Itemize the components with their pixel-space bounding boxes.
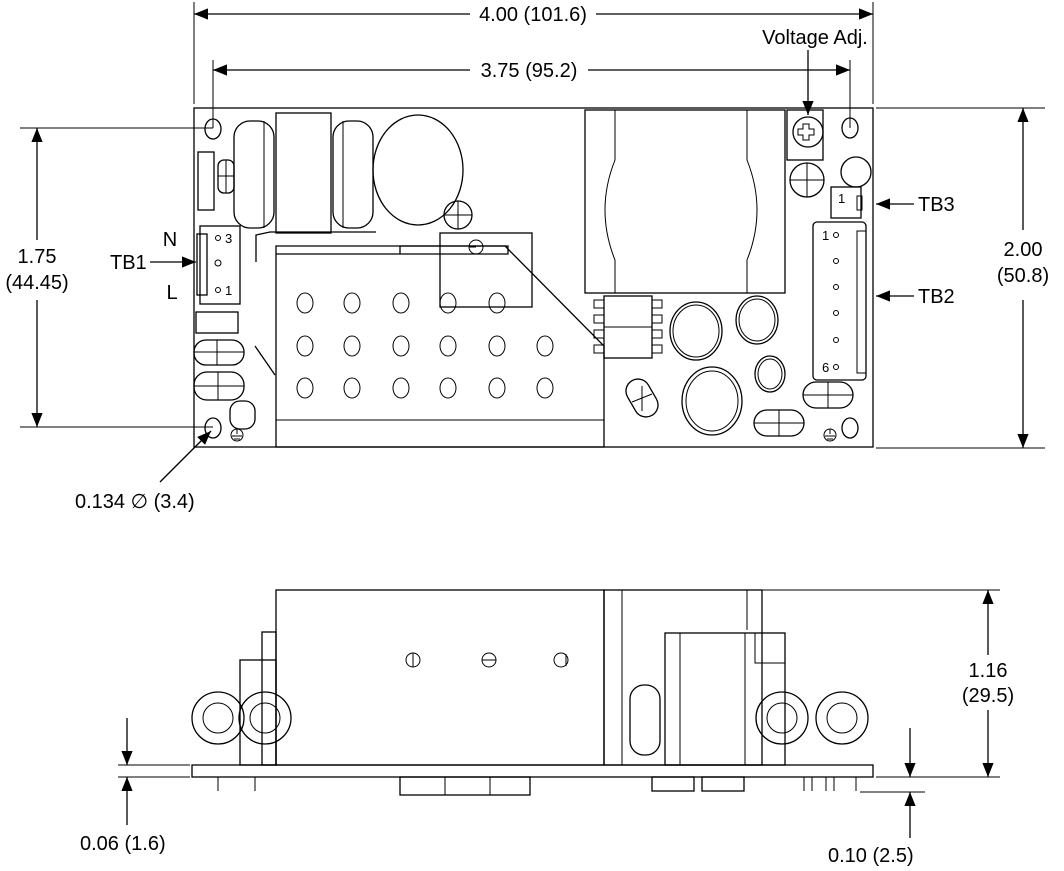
top-view: 4.00 (101.6) 3.75 (95.2) Voltage Adj. 1.… — [5, 2, 1049, 513]
tb1-label: TB1 — [110, 252, 147, 274]
overall-length-dimension: 4.00 (101.6) — [479, 4, 587, 26]
tb2-pins — [833, 232, 839, 370]
mounting-hole — [204, 417, 222, 439]
ground-icon — [823, 428, 837, 442]
ground-icon — [230, 428, 244, 442]
pcb-outline — [193, 107, 874, 448]
tb3-pin-1: 1 — [838, 191, 845, 206]
tb2-terminal-block — [812, 221, 867, 381]
heatsink-holes — [296, 292, 554, 399]
hole-spacing-width-mm: (44.45) — [5, 272, 68, 294]
overall-width-dimension: 2.00 — [1004, 239, 1043, 261]
hole-diameter-label: 0.134 ∅ (3.4) — [75, 491, 195, 513]
mounting-hole — [204, 118, 222, 140]
height-mm: (29.5) — [962, 685, 1014, 707]
mounting-hole — [841, 117, 859, 139]
mounting-hole — [841, 417, 859, 439]
tb3-terminal-block — [830, 186, 862, 219]
pin-length-dimension: 0.10 (2.5) — [828, 845, 914, 867]
hole-spacing-length-dimension: 3.75 (95.2) — [481, 60, 578, 82]
board-thickness-dimension: 0.06 (1.6) — [80, 833, 166, 855]
height-dimension: 1.16 — [969, 660, 1008, 682]
tb1-pin-3: 3 — [225, 231, 232, 246]
plus-icon — [797, 123, 815, 141]
line-label: L — [166, 282, 177, 304]
tb1-terminal-block — [199, 225, 241, 305]
pcb-side — [191, 764, 874, 778]
neutral-label: N — [163, 229, 177, 251]
tb2-pin-1: 1 — [822, 228, 829, 243]
side-view: 1.16 (29.5) 0.06 (1.6) 0.10 (2.5) — [80, 589, 1014, 867]
transformer — [584, 109, 786, 294]
tb2-label: TB2 — [918, 286, 955, 308]
overall-width-mm: (50.8) — [997, 265, 1049, 287]
voltage-adj-label: Voltage Adj. — [762, 27, 868, 49]
hole-spacing-width-dimension: 1.75 — [18, 246, 57, 268]
heatsink-side — [275, 589, 605, 766]
tb2-pin-6: 6 — [822, 360, 829, 375]
tb1-pin-1: 1 — [225, 283, 232, 298]
tb3-label: TB3 — [918, 194, 955, 216]
